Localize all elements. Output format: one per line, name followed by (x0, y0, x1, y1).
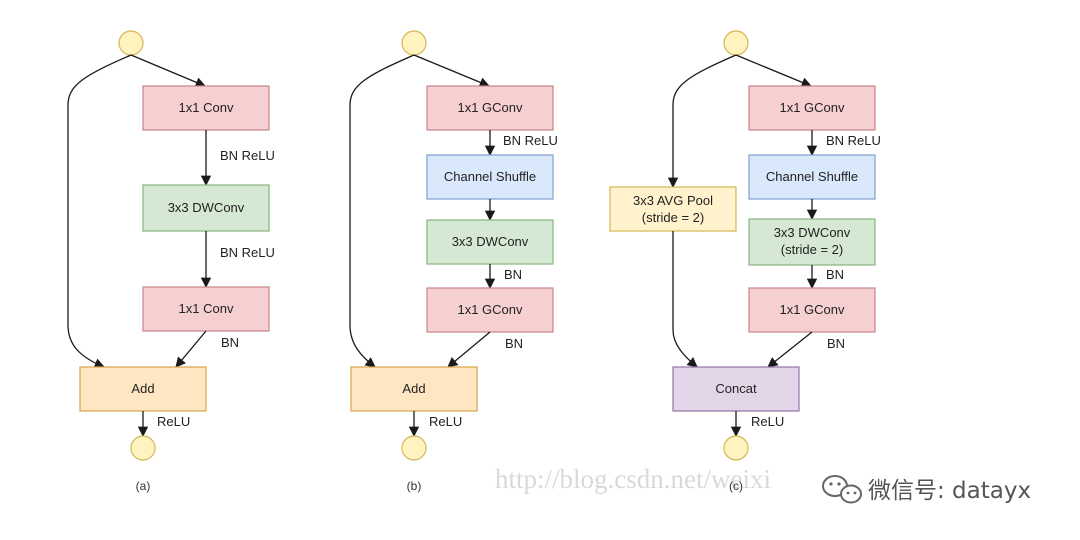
gconv1x1-label: 1x1 GConv (779, 100, 845, 115)
gconv1x1-block-bottom (426, 287, 554, 333)
panel-b: 1x1 GConv BN ReLU Channel Shuffle 3x3 DW… (349, 30, 558, 493)
skip-connection (67, 54, 132, 369)
edge-label-relu: ReLU (751, 414, 784, 429)
avgpool-label-line2: (stride = 2) (642, 210, 705, 225)
input-node (723, 30, 749, 56)
conv1x1-block-bottom (142, 286, 270, 332)
output-node (723, 435, 749, 461)
edge-label-relu: ReLU (157, 414, 190, 429)
watermark-brand-text: 微信号: datayx (868, 478, 1031, 504)
channel-shuffle-label: Channel Shuffle (766, 169, 858, 184)
edge-input-to-conv (130, 54, 206, 88)
dwconv-label-line2: (stride = 2) (781, 242, 844, 257)
output-node (130, 435, 156, 461)
edge-label-bn-relu: BN ReLU (220, 148, 275, 163)
dwconv-block (426, 219, 554, 265)
edge-label-bn-relu: BN ReLU (826, 133, 881, 148)
edge-input-to-gconv (735, 54, 812, 88)
edge-label-bn: BN (221, 335, 239, 350)
output-node (401, 435, 427, 461)
add-label: Add (131, 381, 154, 396)
panel-a: 1x1 Conv BN ReLU 3x3 DWConv BN ReLU 1x1 … (67, 30, 275, 493)
edge-label-bn-relu: BN ReLU (220, 245, 275, 260)
conv1x1-block-top (142, 85, 270, 131)
edge-gconv-to-concat (767, 331, 813, 368)
watermark-brand: 微信号: datayx (822, 475, 1031, 504)
edge-label-bn: BN (827, 336, 845, 351)
dwconv-label-line1: 3x3 DWConv (774, 225, 851, 240)
channel-shuffle-block (426, 154, 554, 200)
avgpool-label-line1: 3x3 AVG Pool (633, 193, 713, 208)
skip-connection (349, 54, 415, 368)
concat-label: Concat (715, 381, 757, 396)
watermark-url: http://blog.csdn.net/weixi (495, 464, 771, 494)
conv1x1-label: 1x1 Conv (179, 301, 234, 316)
conv1x1-label: 1x1 Conv (179, 100, 234, 115)
wechat-icon (822, 475, 862, 504)
edge-input-to-avgpool (667, 54, 737, 189)
edge-gconv-to-add (447, 331, 491, 368)
caption-a: (a) (136, 479, 151, 493)
gconv1x1-label: 1x1 GConv (457, 100, 523, 115)
add-block (79, 366, 207, 412)
gconv1x1-label: 1x1 GConv (457, 302, 523, 317)
edge-label-bn: BN (826, 267, 844, 282)
input-node (401, 30, 427, 56)
dwconv-label: 3x3 DWConv (168, 200, 245, 215)
edge-avgpool-to-concat (672, 231, 698, 368)
gconv1x1-block-bottom (748, 287, 876, 333)
edge-label-relu: ReLU (429, 414, 462, 429)
gconv1x1-block-top (426, 85, 554, 131)
edge-label-bn-relu: BN ReLU (503, 133, 558, 148)
add-label: Add (402, 381, 425, 396)
gconv1x1-label: 1x1 GConv (779, 302, 845, 317)
concat-block (672, 366, 800, 412)
caption-b: (b) (407, 479, 422, 493)
edge-input-to-gconv (413, 54, 490, 88)
channel-shuffle-label: Channel Shuffle (444, 169, 536, 184)
add-block (350, 366, 478, 412)
dwconv-label: 3x3 DWConv (452, 234, 529, 249)
caption-c: (c) (729, 479, 743, 493)
edge-label-bn: BN (504, 267, 522, 282)
panel-c: 3x3 AVG Pool (stride = 2) 1x1 GConv BN R… (609, 30, 881, 493)
edge-label-bn: BN (505, 336, 523, 351)
avgpool-block (609, 186, 737, 232)
channel-shuffle-block (748, 154, 876, 200)
input-node (118, 30, 144, 56)
edge-conv-to-add (175, 330, 207, 368)
